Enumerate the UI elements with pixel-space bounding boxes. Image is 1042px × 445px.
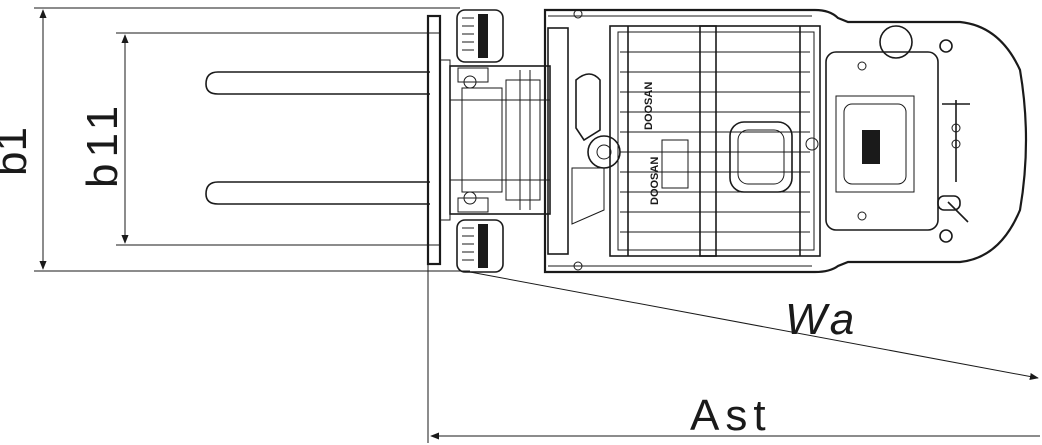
brand-text-copy: DOOSAN: [643, 82, 655, 130]
forks: [205, 71, 430, 205]
dimension-b11: b11: [78, 32, 440, 246]
dimension-wa: Wa: [469, 271, 1039, 381]
dimension-label-b11: b11: [78, 100, 127, 188]
dimension-label-ast: Ast: [690, 391, 772, 440]
dimension-b1: b1: [0, 7, 470, 272]
operator-area: DOOSAN DOOSAN: [571, 73, 819, 225]
brand-text: DOOSAN: [649, 157, 661, 205]
dimension-label-wa: Wa: [785, 295, 858, 344]
chassis: [543, 8, 1028, 274]
mast-assembly: [449, 65, 551, 215]
counterweight-hood: [825, 25, 970, 243]
dimension-ast: Ast: [427, 264, 1040, 443]
overhead-guard: [609, 25, 821, 257]
fork-carriage: [426, 14, 451, 266]
front-tyres: [456, 9, 504, 273]
dimension-label-b1: b1: [0, 127, 36, 176]
